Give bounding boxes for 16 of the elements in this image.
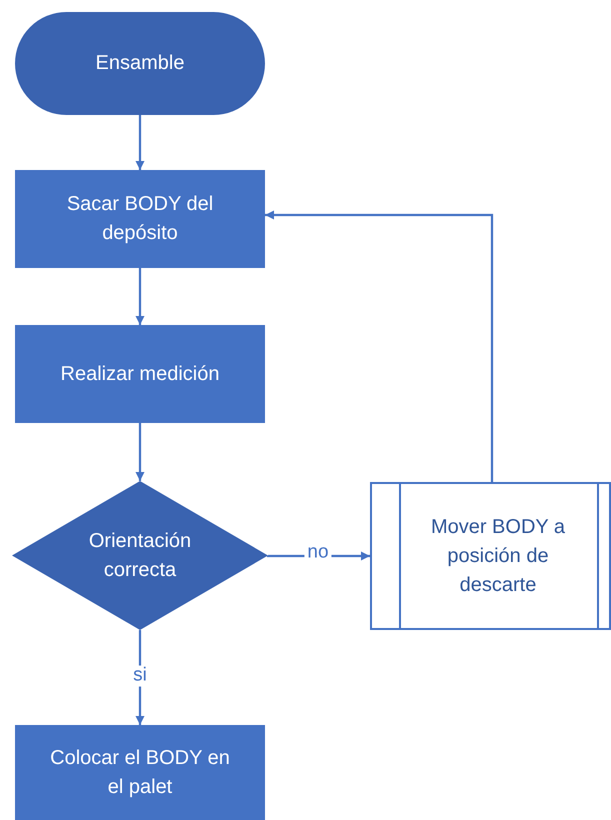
arrow [265, 210, 494, 482]
node-label: Orientación correcta [88, 528, 192, 582]
node-label: Sacar BODY del depósito [66, 192, 214, 246]
process-box [15, 170, 265, 268]
decision-diamond [12, 481, 268, 630]
process-box [15, 325, 265, 423]
arrow [136, 268, 144, 325]
node-label: Mover BODY a posición de descarte [430, 514, 566, 598]
arrow [136, 115, 144, 170]
node-label: Ensamble [96, 51, 184, 76]
process-box [15, 725, 265, 820]
node-label: Realizar medición [60, 362, 220, 386]
predefined-process-box [370, 482, 611, 630]
arrow [136, 423, 144, 481]
arrow [136, 630, 144, 725]
node-label: Colocar el BODY en el palet [49, 746, 231, 800]
